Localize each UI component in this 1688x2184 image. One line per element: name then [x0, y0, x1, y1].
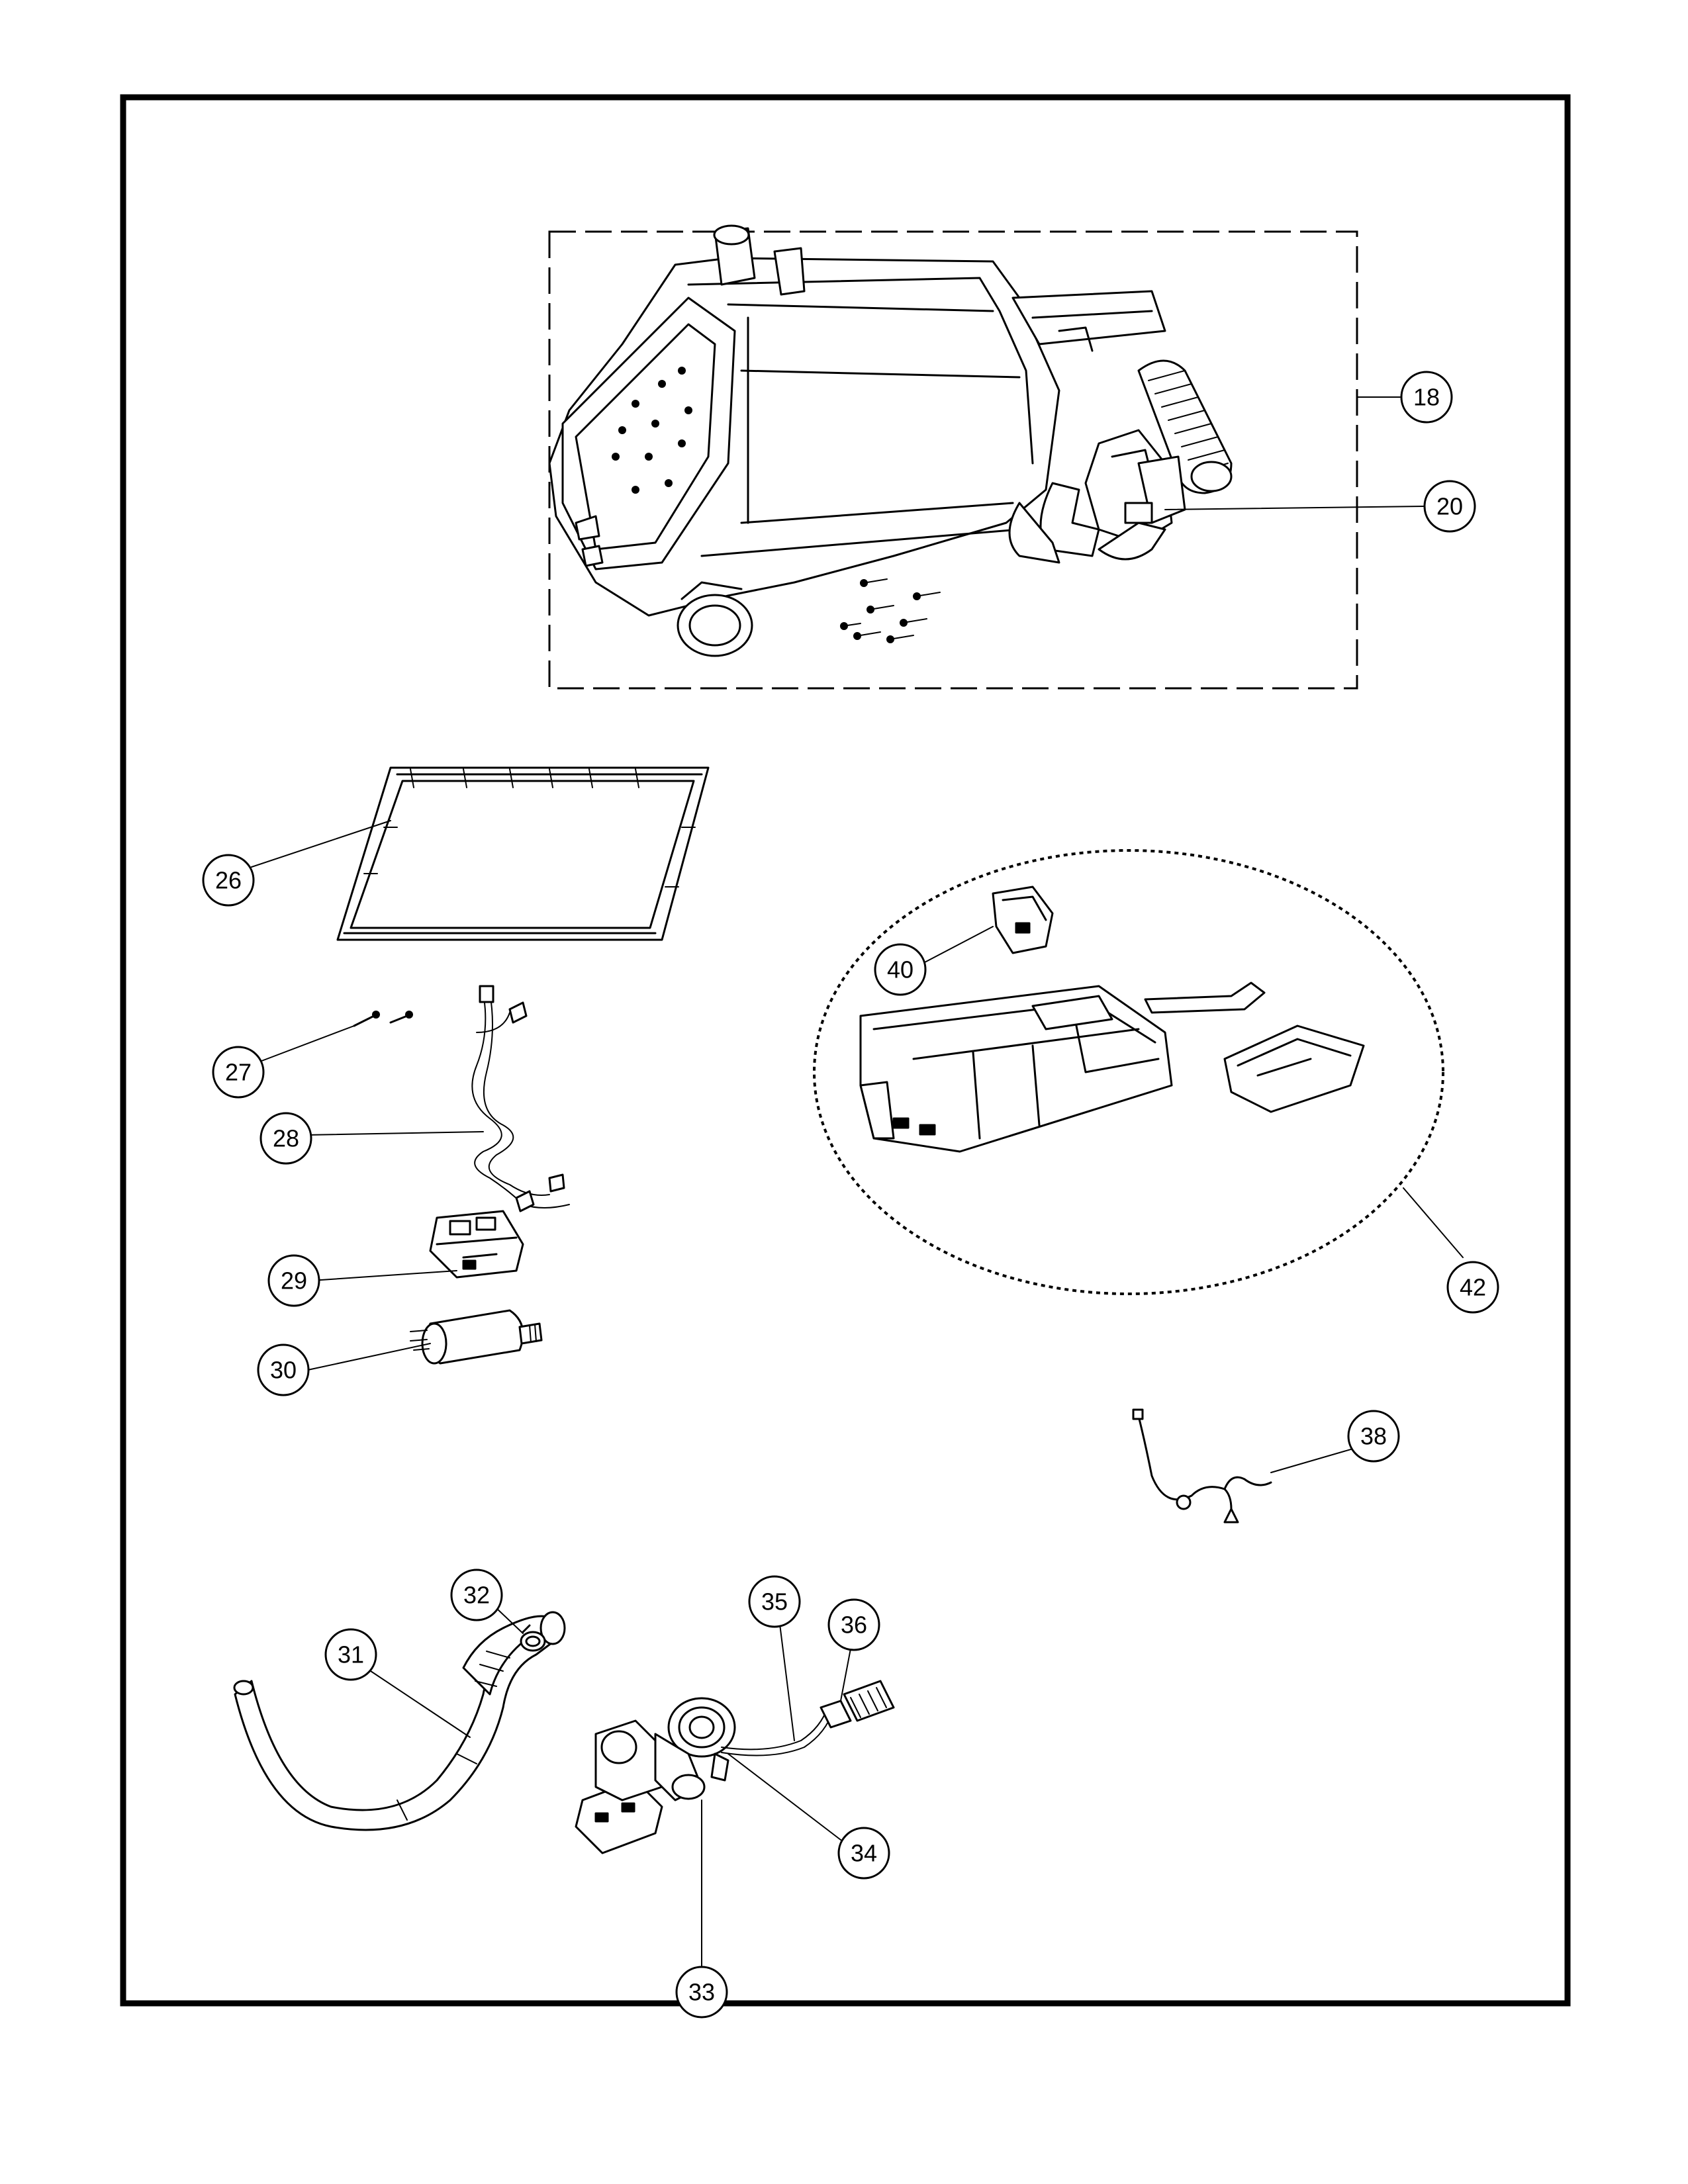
callout-32: 32 — [450, 1569, 503, 1621]
part-42-dispenser-drawer-kit — [813, 849, 1444, 1295]
part-40-latch — [992, 886, 1054, 954]
callout-38: 38 — [1347, 1410, 1400, 1463]
callout-26: 26 — [202, 854, 255, 907]
callout-29: 29 — [267, 1254, 320, 1307]
svg-text:28: 28 — [273, 1125, 299, 1152]
part-29-door-lock — [429, 1210, 524, 1279]
callout-27: 27 — [212, 1046, 265, 1099]
callouts: 18 20 26 27 28 29 30 31 32 33 34 35 36 3… — [202, 371, 1499, 2019]
svg-text:40: 40 — [887, 956, 914, 983]
callout-20: 20 — [1423, 480, 1476, 533]
part-32-clamp — [520, 1624, 546, 1652]
kit-18-dashed-boundary — [548, 230, 1358, 690]
svg-text:34: 34 — [851, 1840, 877, 1867]
svg-text:32: 32 — [463, 1582, 490, 1609]
part-35-36-pump-harness — [721, 1680, 895, 1756]
svg-text:31: 31 — [338, 1641, 364, 1668]
callout-36: 36 — [827, 1598, 880, 1651]
callout-31: 31 — [324, 1628, 377, 1681]
part-26-frame — [336, 766, 710, 941]
svg-text:27: 27 — [225, 1059, 252, 1086]
kit-42-dotted-boundary — [813, 849, 1444, 1295]
callout-42: 42 — [1446, 1261, 1499, 1314]
svg-text:33: 33 — [688, 1979, 715, 2006]
svg-text:26: 26 — [215, 867, 242, 894]
part-30-cylinder — [410, 1309, 543, 1365]
svg-text:29: 29 — [281, 1267, 307, 1295]
callout-34: 34 — [837, 1827, 890, 1880]
callout-30: 30 — [257, 1343, 310, 1396]
svg-text:36: 36 — [841, 1612, 867, 1639]
callout-28: 28 — [259, 1112, 312, 1165]
svg-text:20: 20 — [1436, 493, 1463, 520]
callout-33: 33 — [675, 1966, 728, 2019]
svg-text:30: 30 — [270, 1357, 297, 1384]
part-28-wire-harness — [471, 985, 570, 1212]
svg-text:18: 18 — [1413, 384, 1440, 411]
diagram-frame — [120, 94, 1571, 2007]
part-33-34-drain-pump — [575, 1697, 736, 1854]
part-18-housing-assembly — [548, 224, 1358, 690]
part-27-screws — [353, 1011, 413, 1027]
svg-text:35: 35 — [761, 1588, 788, 1615]
part-31-drain-hose — [233, 1611, 566, 1831]
svg-text:38: 38 — [1360, 1423, 1387, 1450]
svg-text:42: 42 — [1460, 1274, 1486, 1301]
part-20-inlet-valve — [1008, 359, 1233, 564]
part-38-wire-clip — [1132, 1408, 1272, 1524]
callout-18: 18 — [1400, 371, 1453, 424]
callout-35: 35 — [748, 1575, 801, 1628]
callout-40: 40 — [874, 943, 927, 996]
